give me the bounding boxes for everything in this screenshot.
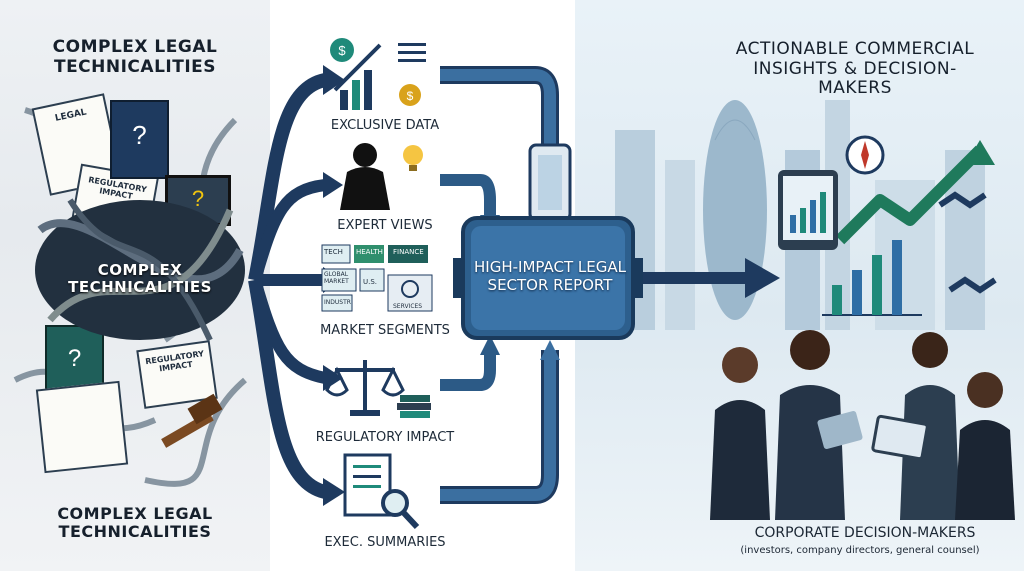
svg-text:$: $ (338, 43, 346, 58)
bottom-left-heading: COMPLEX LEGAL TECHNICALITIES (57, 504, 213, 542)
input-label-exec-summaries: EXEC. SUMMARIES (324, 535, 446, 550)
book-question-icon: ? (110, 100, 169, 179)
compass-icon (845, 135, 885, 175)
speaker-lightbulb-icon (340, 143, 423, 210)
pipes-to-report (440, 66, 572, 504)
corporate-subtitle: (investors, company directors, general c… (740, 545, 980, 556)
chart-coins-icon: $ $ (330, 38, 426, 110)
segment-industry: INDUSTR (324, 299, 351, 306)
segment-health: HEALTH (356, 248, 383, 256)
document-magnifier-icon (343, 453, 420, 530)
handshake-icon (938, 191, 987, 209)
scales-books-icon (325, 360, 431, 418)
segment-services: SERVICES (393, 303, 423, 310)
tablet-chart-icon (778, 170, 838, 250)
center-knot-heading: COMPLEX TECHNICALITIES (68, 261, 212, 297)
input-label-market-segments: MARKET SEGMENTS (320, 323, 450, 338)
bar-chart-icon (822, 240, 922, 316)
corporate-title: CORPORATE DECISION-MAKERS (754, 525, 976, 541)
input-label-regulatory-impact: REGULATORY IMPACT (315, 430, 455, 445)
segment-global: GLOBAL MARKET (324, 271, 349, 285)
document-stack (35, 380, 129, 474)
segment-tech: TECH (324, 248, 343, 256)
decision-makers-group-illustration (710, 330, 1015, 520)
input-label-expert-views: EXPERT VIEWS (337, 218, 433, 233)
segments-grid-icon (321, 244, 433, 312)
report-box (453, 216, 643, 340)
legal-document-label: LEGAL (54, 107, 88, 124)
growth-arrow-icon (835, 140, 995, 245)
regulatory-document-2-label: REGULATORY IMPACT (144, 349, 205, 374)
handshake-icon-2 (948, 276, 997, 294)
top-right-heading: ACTIONABLE COMMERCIAL INSIGHTS & DECISIO… (735, 39, 975, 99)
segment-finance: FINANCE (393, 248, 424, 256)
report-title: HIGH-IMPACT LEGAL SECTOR REPORT (474, 258, 626, 294)
output-arrow (640, 258, 780, 298)
top-left-heading: COMPLEX LEGAL TECHNICALITIES (52, 37, 218, 77)
segment-us: U.S. (363, 278, 378, 286)
input-label-exclusive-data: EXCLUSIVE DATA (330, 118, 440, 133)
tangled-knot-illustration (35, 198, 245, 342)
svg-text:$: $ (407, 89, 414, 103)
gavel-icon (161, 393, 223, 448)
